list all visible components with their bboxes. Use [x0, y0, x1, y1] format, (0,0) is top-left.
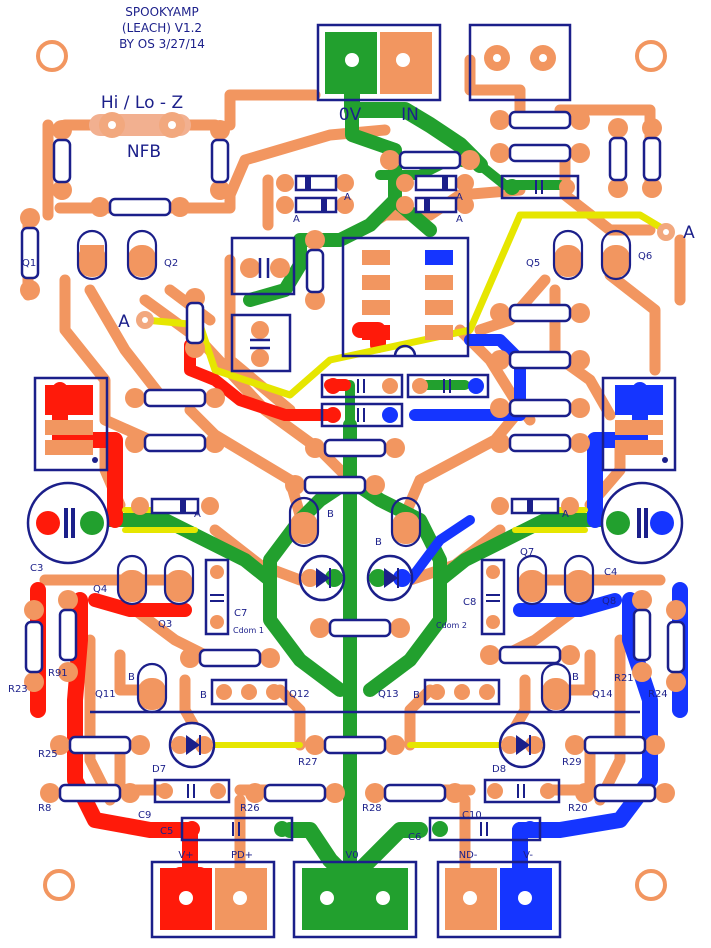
title-line-1: SPOOKYAMP: [125, 5, 198, 19]
ref-r27: R27: [298, 757, 318, 768]
label-cdom1: Cdom 1: [233, 626, 264, 635]
ref-q3: Q3: [158, 619, 172, 630]
ref-q7: Q7: [520, 547, 534, 558]
ref-c8: C8: [463, 597, 476, 608]
nfb-label: NFB: [127, 142, 161, 162]
label-v0: V0: [345, 850, 358, 861]
ref-r24: R24: [648, 689, 668, 700]
ref-c3: C3: [30, 563, 43, 574]
ref-q11: Q11: [95, 689, 116, 700]
hi-lo-z-label: Hi / Lo - Z: [101, 93, 183, 113]
film-cap-left: [230, 236, 296, 296]
b-mark-5: B: [413, 690, 420, 701]
v0-connector[interactable]: [292, 860, 418, 939]
input-connector[interactable]: [316, 23, 442, 102]
b-mark-4: B: [200, 690, 207, 701]
test-point-a-left: A: [118, 312, 130, 332]
hi-lo-z-pads: [89, 112, 191, 138]
label-vminus: V-: [523, 850, 533, 861]
diode-mark-a4: A: [456, 214, 463, 225]
ref-r8: R8: [38, 803, 51, 814]
b-mark-1: B: [327, 509, 334, 520]
vminus-connector[interactable]: [436, 860, 562, 939]
ref-r28: R28: [362, 803, 382, 814]
label-vplus: V+: [178, 850, 193, 861]
test-point-a-right: A: [683, 223, 695, 243]
diode-mark-a5: A: [194, 509, 201, 520]
ref-q5: Q5: [526, 258, 540, 269]
label-cdom2: Cdom 2: [436, 621, 467, 630]
center-ic-block: [341, 236, 470, 358]
right-heatsink: [601, 376, 677, 472]
ref-d7: D7: [152, 764, 166, 775]
film-cap-mid: [230, 313, 292, 373]
nfb-connector[interactable]: [468, 23, 572, 102]
diodes: [131, 174, 579, 515]
b-mark-6: B: [572, 672, 579, 683]
label-pdplus: PD+: [231, 850, 253, 861]
ref-r26: R26: [240, 803, 260, 814]
ref-c10: C10: [462, 810, 482, 821]
ref-r20: R20: [568, 803, 588, 814]
ref-c5: C5: [160, 826, 173, 837]
diode-mark-a1: A: [293, 214, 300, 225]
ref-r25: R25: [38, 749, 58, 760]
resistors: [20, 110, 686, 803]
ref-q14: Q14: [592, 689, 613, 700]
title-line-2: (LEACH) V1.2: [122, 21, 202, 35]
small-caps: [153, 174, 580, 842]
diode-mark-a3: A: [456, 192, 463, 203]
ref-c9: C9: [138, 810, 151, 821]
label-ndminus: ND-: [459, 850, 478, 861]
ref-r21: R21: [614, 673, 634, 684]
electrolytic-caps: [26, 481, 684, 565]
title-line-3: BY OS 3/27/14: [119, 37, 205, 51]
zero-v-label: 0V: [339, 105, 362, 125]
ref-q8: Q8: [602, 596, 616, 607]
ref-q4: Q4: [93, 584, 107, 595]
left-heatsink: [33, 376, 109, 472]
ref-c6: C6: [408, 832, 421, 843]
vplus-connector[interactable]: [150, 860, 276, 939]
q12-q13-pads: [210, 678, 501, 706]
diode-mark-a6: A: [562, 509, 569, 520]
ref-r29: R29: [562, 757, 582, 768]
ref-r91: R91: [48, 668, 68, 679]
ref-d8: D8: [492, 764, 506, 775]
b-mark-2: B: [375, 537, 382, 548]
mounting-holes: [36, 40, 667, 901]
diode-mark-a2: A: [344, 192, 351, 203]
transistors: [76, 229, 632, 714]
ref-q2: Q2: [164, 258, 178, 269]
leds: [168, 554, 546, 769]
ref-q12: Q12: [289, 689, 310, 700]
ref-q13: Q13: [378, 689, 399, 700]
ref-r23: R23: [8, 684, 28, 695]
b-mark-3: B: [128, 672, 135, 683]
title-block: SPOOKYAMP (LEACH) V1.2 BY OS 3/27/14: [119, 5, 205, 51]
in-label: IN: [401, 105, 419, 125]
ref-q1: Q1: [22, 258, 36, 269]
ref-q6: Q6: [638, 251, 652, 262]
ref-c7: C7: [234, 608, 247, 619]
ref-c4: C4: [604, 567, 617, 578]
